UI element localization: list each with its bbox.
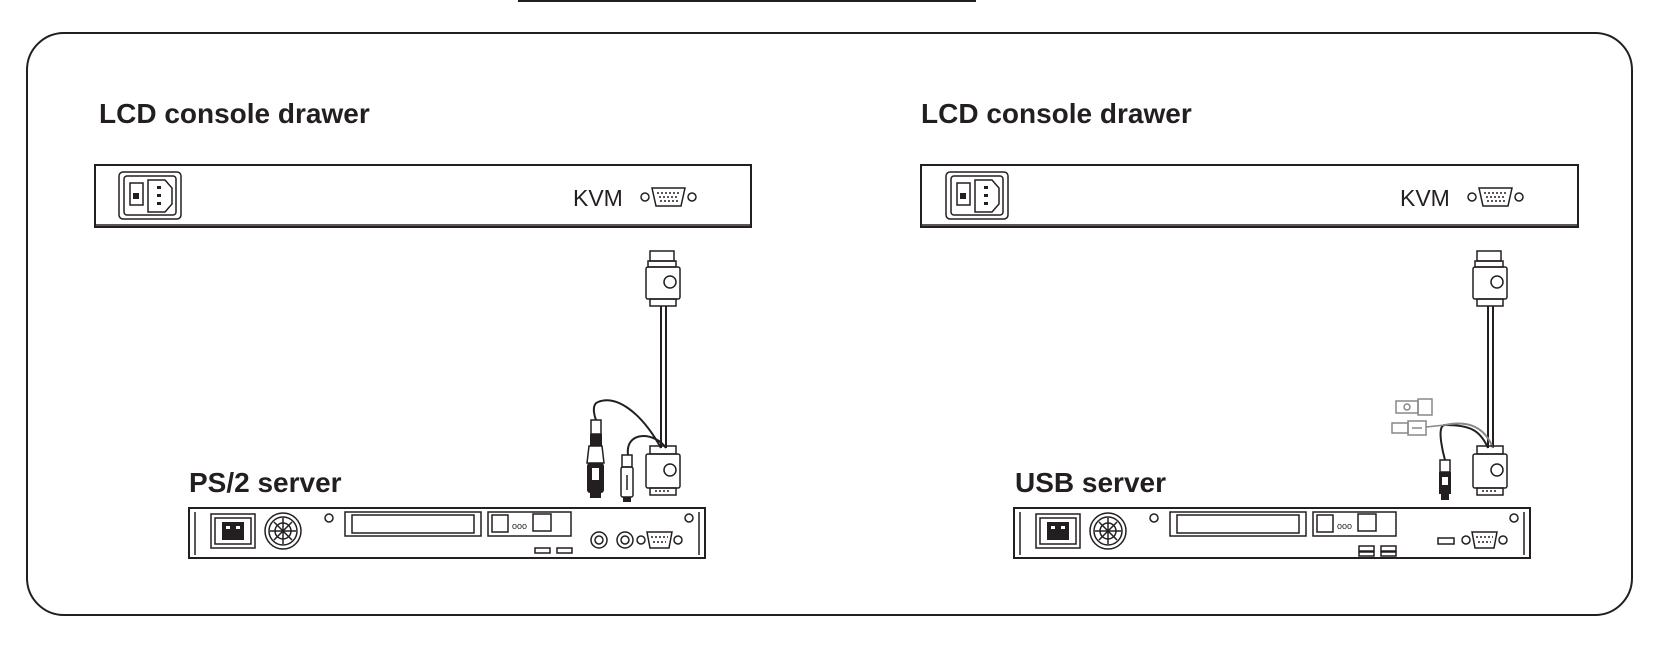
vga-port-icon — [640, 187, 697, 207]
kvm-port-label-right: KVM — [1400, 185, 1450, 211]
lcd-drawer-left — [94, 164, 752, 228]
usb-adapter-icon — [1395, 398, 1433, 416]
drawer-title-right: LCD console drawer — [921, 98, 1192, 129]
vga-connector-bottom-icon — [1472, 445, 1508, 496]
kvm-cable-right — [1391, 250, 1508, 500]
vga-connector-top-icon — [1472, 250, 1508, 307]
kvm-cable-left — [586, 250, 681, 502]
vga-port-icon — [1467, 187, 1524, 207]
usb-extension-icon — [1391, 420, 1427, 436]
server-title-left: PS/2 server — [189, 467, 342, 498]
drawer-title-left: LCD console drawer — [99, 98, 370, 129]
vga-connector-top-icon — [645, 250, 681, 307]
ps2-keyboard-connector-icon — [586, 419, 605, 498]
server-chassis-left: ooo — [188, 507, 706, 559]
usb-connector-icon — [1439, 459, 1451, 500]
lcd-drawer-right — [920, 164, 1579, 228]
top-rule — [518, 0, 976, 2]
vga-connector-bottom-icon — [645, 445, 681, 496]
server-chassis-right: ooo — [1013, 507, 1531, 559]
power-inlet-icon — [118, 171, 182, 220]
svg-text:ooo: ooo — [512, 521, 527, 531]
kvm-port-label-left: KVM — [573, 185, 623, 211]
diagram-frame — [26, 32, 1633, 616]
server-title-right: USB server — [1015, 467, 1166, 498]
power-inlet-icon — [945, 171, 1009, 220]
svg-text:ooo: ooo — [1337, 521, 1352, 531]
ps2-mouse-connector-icon — [620, 454, 634, 502]
